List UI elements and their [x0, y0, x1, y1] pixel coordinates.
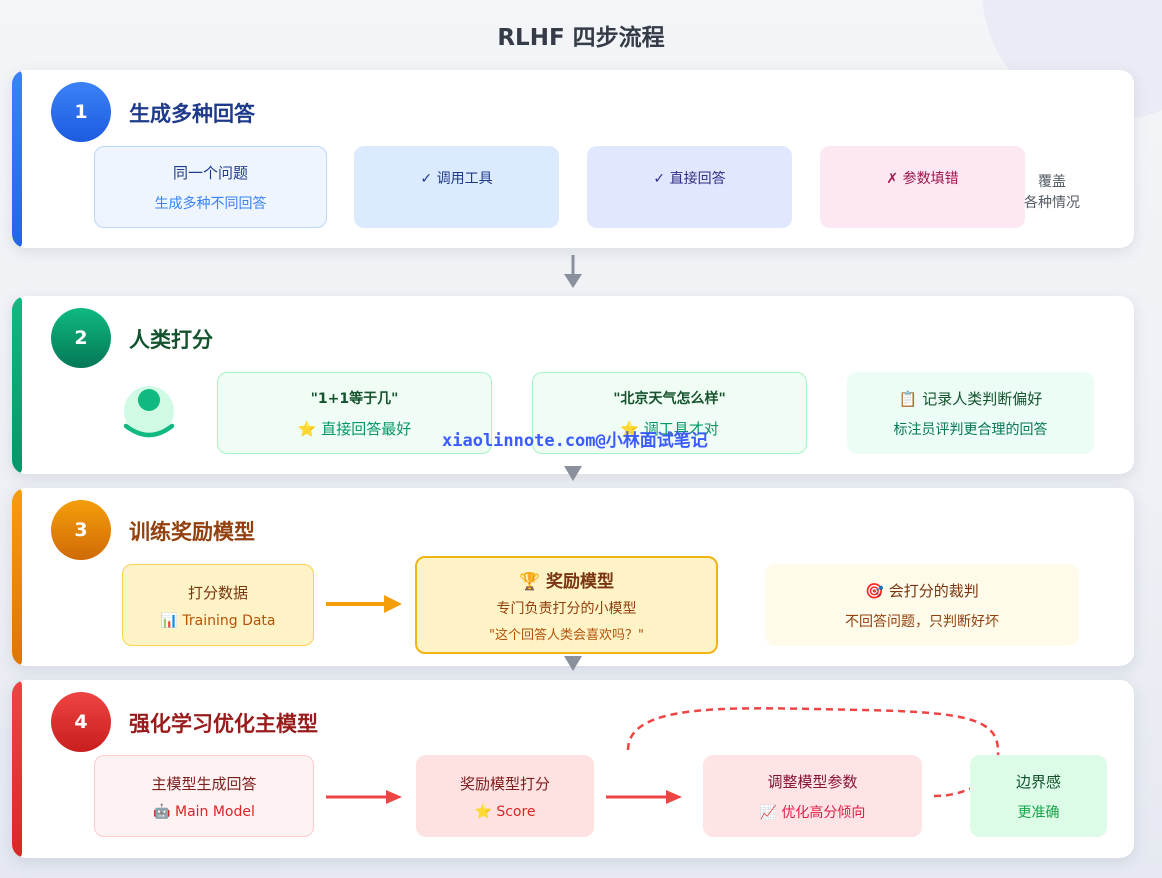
reward-model-box: 🏆 奖励模型 专门负责打分的小模型 "这个回答人类会喜欢吗？" — [415, 556, 718, 654]
question-box: 同一个问题 生成多种不同回答 — [94, 146, 327, 228]
box-subtext-label: Score — [496, 803, 536, 820]
box-subtext: 🤖 Main Model — [153, 804, 255, 820]
box-subtext: ⭐ Score — [474, 804, 535, 820]
rating-label: 调工具才对 — [643, 419, 719, 438]
star-icon: ⭐ — [297, 419, 317, 438]
box-subtext: 生成多种不同回答 — [154, 195, 267, 212]
step-number-badge: 2 — [51, 308, 111, 368]
box-heading: 🎯 会打分的裁判 — [865, 580, 978, 601]
robot-icon: 🤖 — [153, 803, 171, 820]
trophy-icon: 🏆 — [518, 572, 541, 592]
box-subtext-label: Main Model — [174, 803, 255, 820]
box-heading: 🏆 奖励模型 — [519, 567, 614, 592]
rating-label: 直接回答最好 — [321, 419, 412, 438]
box-subtext-label: 优化高分倾向 — [781, 804, 866, 821]
rating-text: ⭐ 直接回答最好 — [298, 418, 411, 439]
question-text: "北京天气怎么样" — [613, 390, 726, 407]
step-number-badge: 4 — [51, 692, 111, 752]
judge-box: 🎯 会打分的裁判 不回答问题，只判断好坏 — [765, 564, 1079, 646]
box-subtext: 📊 Training Data — [160, 613, 275, 629]
box-heading: 同一个问题 — [172, 163, 248, 182]
step-accent-bar — [12, 296, 22, 474]
right-arrow-icon — [326, 790, 402, 804]
right-arrow-icon — [326, 595, 402, 613]
box-subtext: 不回答问题，只判断好坏 — [845, 613, 999, 630]
box-heading-text: 奖励模型 — [546, 572, 615, 592]
step-card-1: 1 生成多种回答 同一个问题 生成多种不同回答 ✓ 调用工具 ✓ 直接回答 ✗ … — [12, 70, 1134, 248]
trend-up-icon: 📈 — [759, 804, 777, 821]
box-subtext: 标注员评判更合理的回答 — [893, 421, 1048, 438]
box-heading-text: 记录人类判断偏好 — [922, 389, 1043, 408]
coverage-note: 覆盖 各种情况 — [1018, 172, 1086, 214]
answer-option-wrong-params: ✗ 参数填错 — [820, 146, 1025, 228]
note-line: 覆盖 — [1038, 174, 1066, 190]
preference-record-box: 📋 记录人类判断偏好 标注员评判更合理的回答 — [847, 372, 1094, 454]
clipboard-icon: 📋 — [898, 389, 918, 408]
step-title: 强化学习优化主模型 — [129, 712, 318, 736]
step-number-badge: 1 — [51, 82, 111, 142]
box-heading: 📋 记录人类判断偏好 — [899, 388, 1042, 409]
page-title: RLHF 四步流程 — [497, 25, 665, 51]
box-quote: "这个回答人类会喜欢吗？" — [489, 628, 644, 643]
answer-option-direct: ✓ 直接回答 — [587, 146, 792, 228]
box-heading: 打分数据 — [187, 583, 248, 602]
star-icon: ⭐ — [474, 803, 492, 820]
step-accent-bar — [12, 70, 22, 248]
box-heading: ✓ 调用工具 — [420, 171, 493, 187]
down-arrow-icon — [564, 656, 582, 671]
box-subtext: 更准确 — [1017, 804, 1060, 821]
box-heading: ✓ 直接回答 — [653, 171, 726, 187]
watermark: xiaolinnote.com@小林面试笔记 — [442, 431, 708, 451]
boundary-result-box: 边界感 更准确 — [970, 755, 1107, 837]
rating-example-math: "1+1等于几" ⭐ 直接回答最好 — [217, 372, 492, 454]
step-number-badge: 3 — [51, 500, 111, 560]
bar-chart-icon: 📊 — [160, 612, 178, 629]
answer-option-tool-call: ✓ 调用工具 — [354, 146, 559, 228]
main-model-box: 主模型生成回答 🤖 Main Model — [94, 755, 314, 837]
reward-scoring-box: 奖励模型打分 ⭐ Score — [416, 755, 594, 837]
star-icon: ⭐ — [620, 419, 639, 438]
step-title: 生成多种回答 — [129, 102, 255, 126]
rating-example-weather: "北京天气怎么样" ⭐ 调工具才对 — [532, 372, 807, 454]
box-heading-text: 会打分的裁判 — [888, 581, 979, 600]
box-subtext: 专门负责打分的小模型 — [496, 601, 637, 617]
box-heading: 主模型生成回答 — [151, 774, 257, 793]
down-arrow-icon — [564, 255, 582, 288]
step-title: 训练奖励模型 — [129, 520, 255, 544]
target-icon: 🎯 — [865, 581, 884, 600]
step-accent-bar — [12, 488, 22, 666]
feedback-loop-icon — [626, 707, 1000, 798]
box-subtext: 📈 优化高分倾向 — [760, 802, 866, 822]
step-card-3: 3 训练奖励模型 打分数据 📊 Training Data 🏆 奖励模型 专门负… — [12, 488, 1134, 666]
box-heading: 边界感 — [1015, 772, 1061, 791]
adjust-params-box: 调整模型参数 📈 优化高分倾向 — [703, 755, 922, 837]
step-card-4: 4 强化学习优化主模型 主模型生成回答 🤖 Main Model 奖励模型打分 … — [12, 680, 1134, 858]
question-text: "1+1等于几" — [310, 390, 399, 407]
down-arrow-icon — [564, 466, 582, 481]
person-icon — [123, 386, 175, 438]
box-heading: 调整模型参数 — [767, 772, 858, 791]
rating-text: ⭐ 调工具才对 — [620, 418, 718, 439]
step-accent-bar — [12, 680, 22, 858]
step-card-2: 2 人类打分 "1+1等于几" ⭐ 直接回答最好 "北京天气怎么样" ⭐ 调工具… — [12, 296, 1134, 474]
box-subtext-label: Training Data — [182, 612, 276, 629]
step-title: 人类打分 — [129, 328, 213, 352]
box-heading: 奖励模型打分 — [459, 774, 550, 793]
box-heading: ✗ 参数填错 — [886, 171, 959, 187]
right-arrow-icon — [606, 790, 682, 804]
training-data-box: 打分数据 📊 Training Data — [122, 564, 314, 646]
note-line: 各种情况 — [1024, 195, 1080, 211]
